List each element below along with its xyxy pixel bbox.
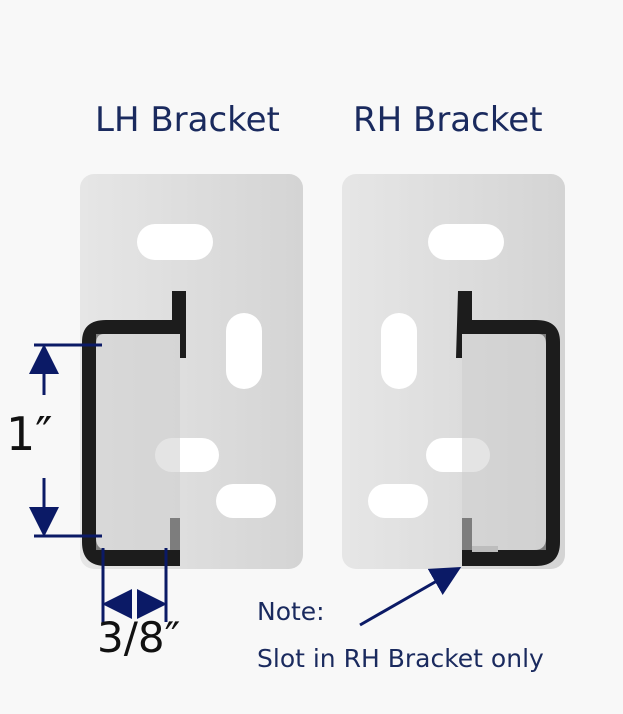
lh-top-slot-hole	[137, 224, 213, 260]
lh-bracket-title: LH Bracket	[95, 100, 280, 140]
width-dimension-label: 3/8″	[97, 613, 181, 662]
lh-bracket	[80, 174, 303, 569]
lh-lower-slot-hole	[216, 484, 276, 518]
rh-channel-slot	[472, 546, 498, 552]
note-title: Note:	[257, 597, 325, 626]
width-dimension	[101, 548, 168, 622]
rh-top-slot-hole	[428, 224, 504, 260]
lh-channel-inner	[96, 334, 180, 550]
height-dimension	[29, 343, 102, 538]
lh-vertical-slot-hole	[226, 313, 262, 389]
note-leader-arrow	[359, 567, 462, 627]
note-body: Slot in RH Bracket only	[257, 644, 544, 673]
rh-bracket-title: RH Bracket	[353, 100, 543, 140]
rh-bracket	[342, 174, 565, 569]
rh-vertical-slot-hole	[381, 313, 417, 389]
rh-channel-inner	[462, 334, 546, 550]
rh-lower-slot-hole	[368, 484, 428, 518]
height-dimension-label: 1″	[6, 407, 53, 461]
